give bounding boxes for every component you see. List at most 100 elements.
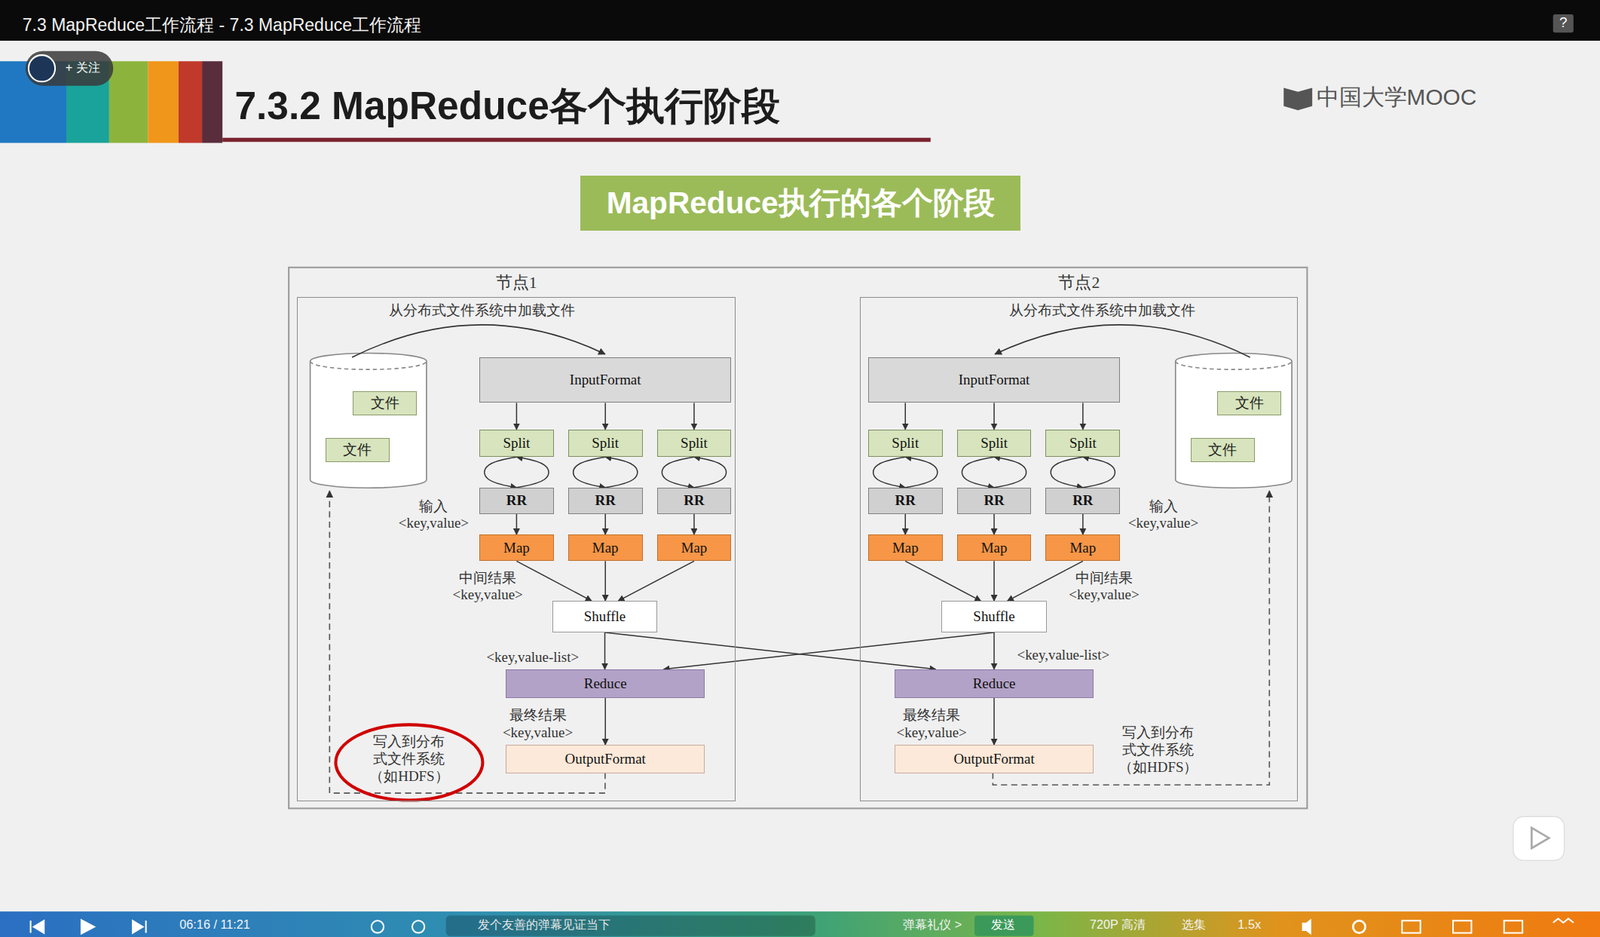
fullscreen-icon — [1553, 918, 1574, 923]
player-control-bar — [0, 911, 1600, 937]
player-time: 06:16 / 11:21 — [179, 917, 251, 933]
box-label: Reduce — [972, 675, 1016, 692]
loop-return — [516, 456, 549, 488]
box-label: RR — [895, 492, 916, 509]
danmaku-etiquette-link: 弹幕礼仪 > — [902, 917, 962, 933]
shuffle-box: Shuffle — [941, 600, 1047, 633]
pip-icon — [1401, 920, 1420, 933]
flow-arrow — [604, 560, 606, 601]
speed-selector: 1.5x — [1237, 917, 1261, 933]
box-label: RR — [1072, 492, 1093, 509]
record-reader-box: RR — [568, 487, 643, 514]
highlight-ring — [335, 724, 483, 800]
box-label: Map — [592, 539, 619, 557]
box-label: Map — [503, 539, 530, 557]
flow-arrow — [993, 513, 995, 535]
reduce-box: Reduce — [505, 669, 705, 698]
volume-icon — [1302, 918, 1312, 936]
flow-annotation: 从分布式文件系统中加载文件 — [386, 302, 578, 320]
file-box: 文件 — [325, 437, 390, 462]
outputformat-box: OutputFormat — [894, 744, 1094, 774]
next-icon — [132, 920, 147, 933]
danmaku-toggle-icon — [371, 920, 384, 933]
box-label: Split — [1069, 434, 1097, 452]
flow-annotation: 写入到分布 式文件系统 （如HDFS） — [1116, 724, 1200, 776]
previous-icon — [30, 920, 45, 933]
flow-annotation: <key,value-list> — [1014, 646, 1112, 664]
flow-arrow — [905, 513, 907, 535]
storage-cylinder — [1175, 352, 1292, 488]
box-label: 文件 — [370, 393, 400, 414]
avatar-icon — [28, 55, 56, 82]
box-label: 文件 — [342, 440, 372, 460]
flow-arrow — [693, 402, 695, 429]
flow-annotation: 最终结果 <key,value> — [500, 706, 576, 741]
slide-title: 7.3.2 MapReduce各个执行阶段 — [234, 79, 780, 133]
loop-return — [905, 456, 938, 488]
box-label: Map — [892, 539, 919, 557]
flow-arrow — [993, 402, 995, 429]
flow-annotation: 输入 <key,value> — [1125, 498, 1201, 533]
quality-selector: 720P 高清 — [1089, 917, 1146, 933]
file-box: 文件 — [1190, 437, 1255, 462]
outputformat-box: OutputFormat — [505, 744, 705, 774]
loop-return — [1082, 456, 1116, 488]
record-reader-box: RR — [657, 487, 732, 514]
box-label: 文件 — [1208, 440, 1237, 460]
box-label: Split — [891, 434, 919, 452]
flow-arrow — [693, 513, 695, 535]
record-reader-box: RR — [957, 487, 1032, 514]
record-reader-box: RR — [1045, 487, 1120, 514]
color-stripe — [147, 61, 179, 143]
flow-arrow — [617, 560, 695, 601]
box-label: Map — [981, 539, 1008, 557]
box-label: Split — [680, 434, 708, 452]
map-box: Map — [957, 534, 1032, 561]
loop-return — [694, 456, 727, 488]
storage-cylinder-rim — [310, 360, 427, 370]
flow-arrow — [661, 456, 695, 488]
load-arrow — [994, 324, 1250, 358]
color-stripe — [109, 61, 148, 143]
flow-arrow — [961, 456, 995, 488]
file-box: 文件 — [1217, 391, 1282, 416]
box-label: 文件 — [1235, 393, 1264, 414]
play-button-icon — [80, 918, 96, 936]
title-underline — [222, 137, 931, 142]
video-title: 7.3 MapReduce工作流程 - 7.3 MapReduce工作流程 — [22, 15, 422, 37]
webfull-icon — [1504, 920, 1523, 933]
flow-arrow — [605, 632, 937, 670]
send-button — [974, 915, 1035, 937]
flow-arrow — [484, 456, 518, 488]
map-box: Map — [479, 534, 554, 561]
load-arrow — [351, 324, 606, 358]
flow-arrow — [516, 560, 592, 601]
flow-arrow — [993, 632, 995, 670]
help-icon-frame — [1553, 14, 1574, 33]
box-label: InputFormat — [958, 371, 1031, 389]
flow-arrow — [604, 513, 606, 535]
flow-annotation: <key,value-list> — [483, 648, 582, 667]
flow-annotation: 最终结果 <key,value> — [894, 706, 970, 741]
flow-arrow — [573, 456, 606, 488]
send-button-text: 发送 — [991, 917, 1016, 933]
flow-annotation: 中间结果 <key,value> — [1066, 569, 1142, 604]
flow-annotation: 从分布式文件系统中加载文件 — [1006, 302, 1198, 320]
logo-icon — [1283, 87, 1313, 111]
flow-arrow — [516, 402, 518, 429]
diagram-frame — [288, 267, 1307, 809]
danmaku-placeholder: 发个友善的弹幕见证当下 — [477, 917, 611, 933]
group-heading: 节点1 — [297, 271, 735, 294]
flow-arrow — [873, 456, 906, 488]
video-top-bar — [0, 0, 1600, 41]
group-heading: 节点2 — [860, 271, 1298, 294]
flow-arrow — [905, 560, 981, 601]
box-label: RR — [506, 492, 527, 509]
flow-arrow — [905, 402, 907, 429]
box-label: Reduce — [584, 675, 628, 692]
flow-arrow — [604, 697, 606, 745]
box-label: RR — [983, 492, 1004, 509]
slide-ground — [0, 40, 1600, 912]
box-label: Split — [980, 434, 1008, 452]
